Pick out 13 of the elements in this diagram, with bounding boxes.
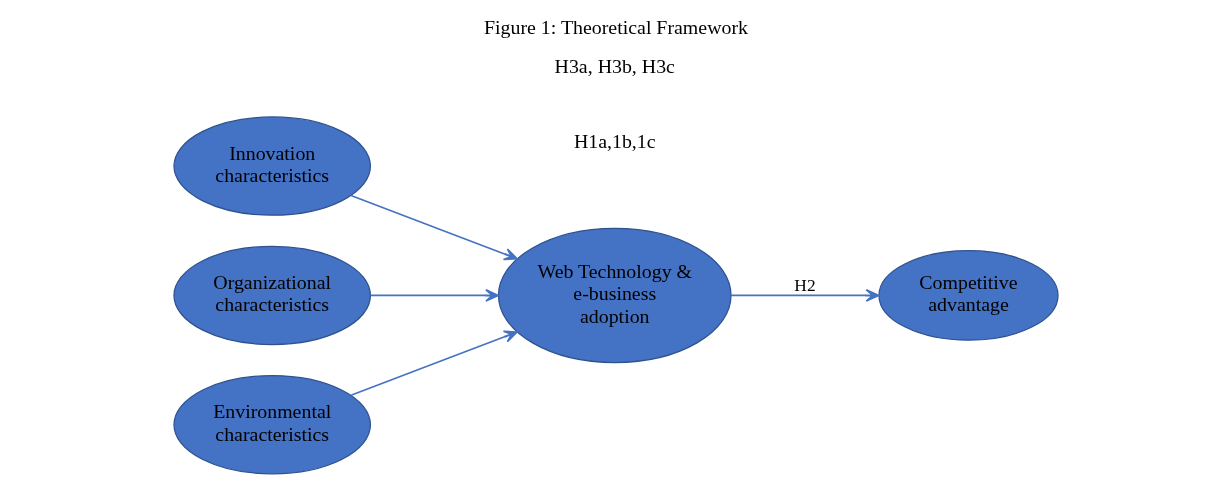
arrow	[730, 289, 880, 302]
arrow	[350, 330, 518, 397]
node-ellipse: Competitive advantage	[878, 250, 1059, 341]
node-ellipse: Web Technology & e-business adoption	[497, 227, 732, 364]
arrow	[369, 289, 500, 302]
diagram-title: Figure 1: Theoretical Framework	[483, 16, 749, 39]
edge-label: H2	[794, 274, 816, 295]
node-ellipse: Innovation characteristics	[173, 116, 372, 216]
label: H1a,1b,1c	[573, 130, 656, 153]
arrow	[350, 194, 518, 261]
node-ellipse: Environmental characteristics	[173, 375, 372, 475]
node-ellipse: Organizational characteristics	[173, 245, 372, 346]
label: H3a, H3b, H3c	[554, 54, 675, 77]
